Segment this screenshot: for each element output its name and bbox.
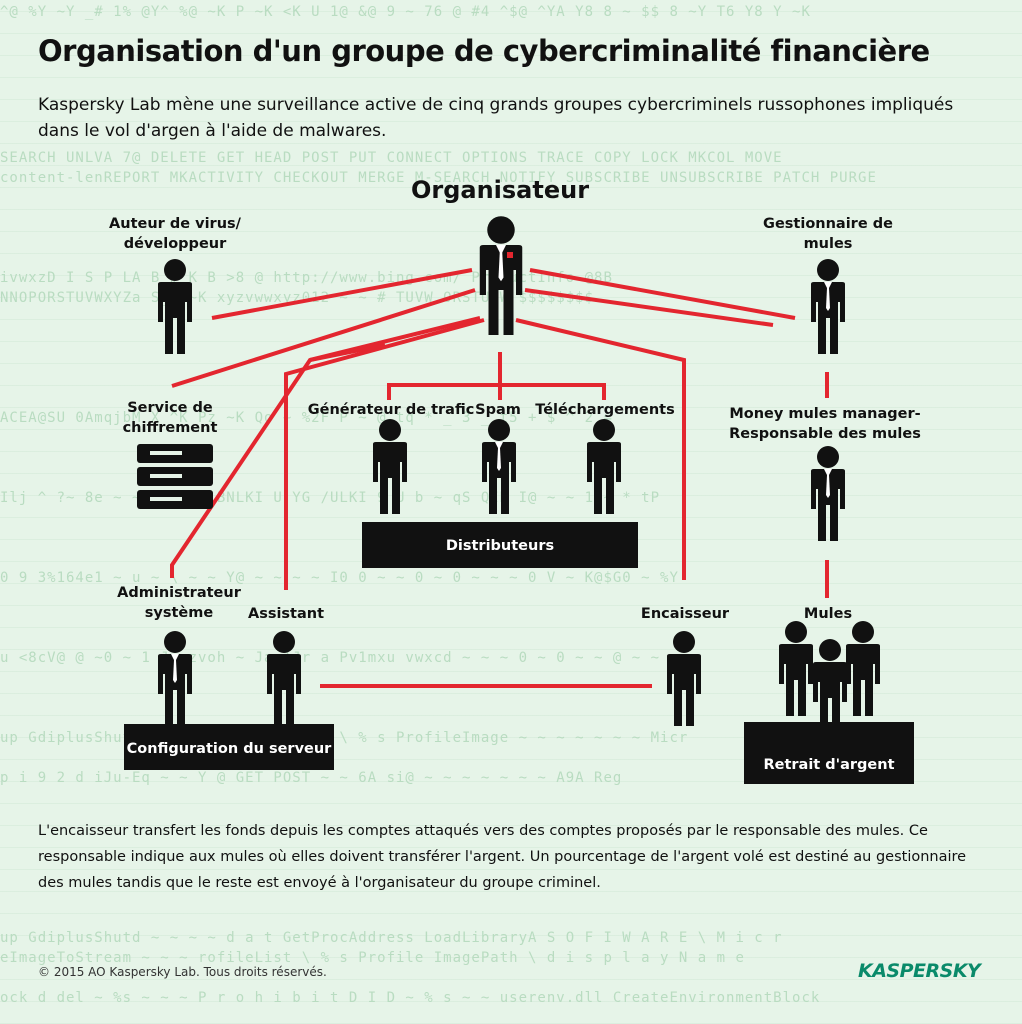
retrait-box xyxy=(744,722,914,784)
bg-code: eImageToStream ~ ~ ~ rofileList \ % s Pr… xyxy=(0,950,745,966)
footer-text: L'encaisseur transfert les fonds depuis … xyxy=(38,823,967,891)
encaisseur-label: Encaisseur xyxy=(640,606,730,622)
administrateur-icon xyxy=(158,631,192,726)
service-label: Service de chiffrement xyxy=(122,400,218,436)
mule-icon xyxy=(813,639,847,734)
spam-label: Spam xyxy=(475,402,521,418)
auteur-icon xyxy=(158,259,192,354)
figures xyxy=(137,216,880,734)
encaisseur-icon xyxy=(667,631,701,726)
generateur-icon xyxy=(373,419,407,514)
distributeurs-label: Distributeurs xyxy=(445,538,555,554)
mule-icon xyxy=(779,621,813,716)
organisateur-label: Organisateur xyxy=(410,176,590,204)
money-mules-manager-icon xyxy=(811,446,845,541)
administrateur-label: Administrateur système xyxy=(117,585,241,621)
organisateur-icon xyxy=(479,216,523,335)
mules-label: Mules xyxy=(803,606,853,622)
gestionnaire-icon xyxy=(811,259,845,354)
bg-code: ock d del ~ %s ~ ~ ~ P r o h i b i t D I… xyxy=(0,990,821,1006)
distributeurs-box xyxy=(362,522,638,568)
telechargements-label: Téléchargements xyxy=(535,402,675,418)
mule-icon xyxy=(846,621,880,716)
configuration-box xyxy=(124,724,334,770)
bg-code: SEARCH UNLVA 7@ DELETE GET HEAD POST PUT… xyxy=(0,150,783,166)
bg-code: p i 9 2 d iJu-Eq ~ ~ Y @ GET POST ~ ~ 6A… xyxy=(0,770,623,786)
server-icon xyxy=(137,444,213,509)
assistant-label: Assistant xyxy=(247,606,325,622)
generateur-label: Générateur de trafic xyxy=(307,402,475,418)
spam-icon xyxy=(482,419,516,514)
copyright: © 2015 AO Kaspersky Lab. Tous droits rés… xyxy=(38,965,327,979)
bg-code: NNOPORSTUVWXYZa S_R ~K xyzvwwxyz012 ~ ~ … xyxy=(0,290,595,306)
bg-code: 0 9 3%164e1 ~ u ~ \ ~ ~ Y@ ~ ~ ~ ~ I0 0 … xyxy=(0,570,679,586)
retrait-label: Retrait d'argent xyxy=(763,757,895,773)
configuration-label: Configuration du serveur xyxy=(126,741,332,757)
telechargements-icon xyxy=(587,419,621,514)
gestionnaire-label: Gestionnaire de mules xyxy=(763,216,893,252)
bg-code: up GdiplusShutd ~ ~ ~ ~ d a t GetProcAdd… xyxy=(0,930,783,946)
bg-code: ACEA@SU 0AmqjbM X ^K Pz ~K Qo ~ %2F P ~ … xyxy=(0,410,613,426)
page-title: Organisation d'un groupe de cybercrimina… xyxy=(38,34,930,68)
bg-code: content-lenREPORT MKACTIVITY CHECKOUT ME… xyxy=(0,170,877,186)
auteur-label: Auteur de virus/ développeur xyxy=(109,216,241,252)
connection-lines xyxy=(170,268,829,688)
assistant-icon xyxy=(267,631,301,726)
money-mules-manager-label: Money mules manager- Responsable des mul… xyxy=(729,406,921,442)
kaspersky-logo: KASPERSKY xyxy=(858,960,981,982)
bg-code: ^@ %Y ~Y _# 1% @Y^ %@ ~K P ~K <K U 1@ &@… xyxy=(0,4,811,20)
page-subtitle: Kaspersky Lab mène une surveillance acti… xyxy=(38,95,954,141)
